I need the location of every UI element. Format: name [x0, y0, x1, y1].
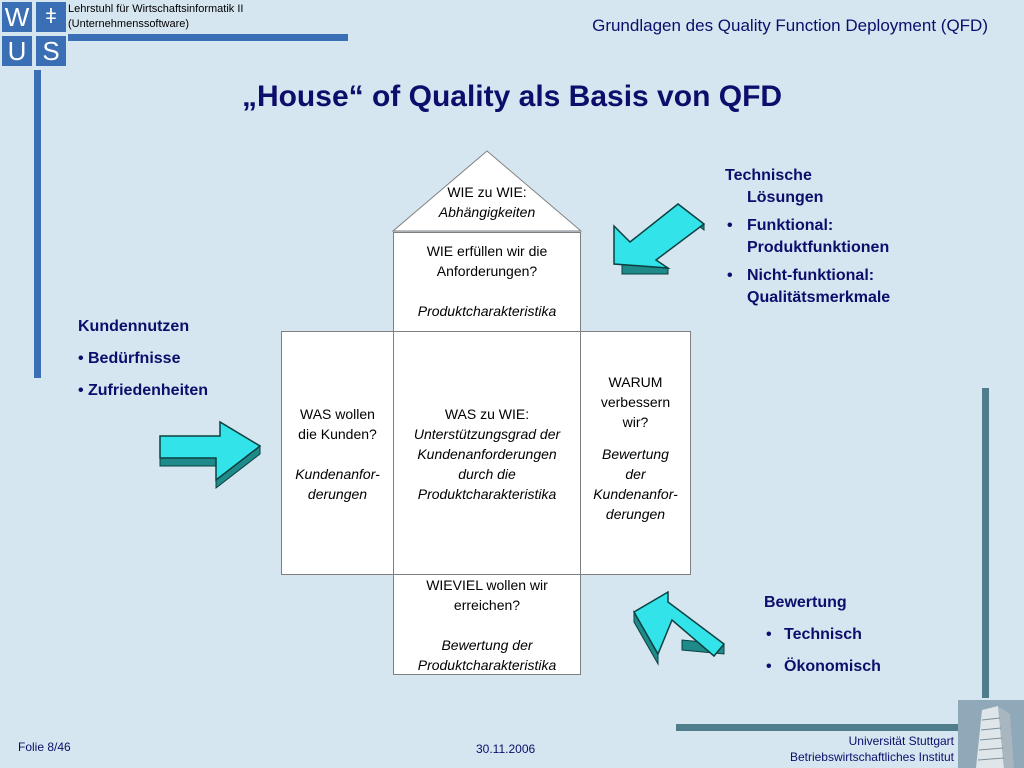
- technical-item-2-line-1: Nicht-funktional:: [747, 267, 875, 284]
- roof-sublabel: Abhängigkeiten: [438, 204, 536, 220]
- bullet-icon: •: [78, 382, 84, 399]
- list-item: • Zufriedenheiten: [78, 380, 278, 402]
- slide-number: Folie 8/46: [18, 740, 71, 754]
- why-line-6: Kundenanfor-: [593, 486, 678, 502]
- list-item: • Bedürfnisse: [78, 348, 278, 370]
- matrix-line-1: WAS zu WIE:: [444, 406, 530, 422]
- what-line-1: WAS wollen: [300, 406, 375, 422]
- howmuch-line-2: erreichen?: [453, 597, 521, 613]
- list-item: • Funktional: Produktfunktionen: [725, 215, 955, 259]
- customer-heading: Kundennutzen: [78, 318, 190, 335]
- logo-letter-s: S: [36, 36, 66, 66]
- relationship-matrix-box: WAS zu WIE: Unterstützungsgrad der Kunde…: [393, 331, 581, 575]
- how-box: WIE erfüllen wir die Anforderungen? Prod…: [393, 232, 581, 332]
- house-roof: [392, 150, 582, 232]
- list-item: • Technisch: [764, 624, 964, 646]
- how-characteristics: Produktcharakteristika: [417, 303, 557, 319]
- customer-benefit: Kundennutzen • Bedürfnisse • Zufriedenhe…: [78, 316, 278, 402]
- footer-divider: [676, 724, 958, 731]
- how-line-1: WIE erfüllen wir die: [426, 243, 548, 259]
- list-item: • Nicht-funktional: Qualitätsmerkmale: [725, 265, 955, 309]
- roof-text: WIE zu WIE: Abhängigkeiten: [392, 182, 582, 222]
- arrow-up-left-icon: [632, 590, 726, 666]
- howmuch-line-1: WIEVIEL wollen wir: [426, 577, 548, 593]
- chair-name: Lehrstuhl für Wirtschaftsinformatik II (…: [68, 2, 243, 32]
- matrix-line-3: Kundenanforderungen: [417, 446, 557, 462]
- evaluation-item-1: Technisch: [784, 626, 862, 643]
- slide-title: „House“ of Quality als Basis von QFD: [241, 80, 783, 113]
- customer-item-2: Zufriedenheiten: [88, 382, 209, 399]
- arrow-down-left-icon: [613, 202, 706, 275]
- evaluation-heading: Bewertung: [764, 594, 847, 611]
- why-box: WARUM verbessern wir? Bewertung der Kund…: [580, 331, 691, 575]
- why-line-1: WARUM: [608, 374, 663, 390]
- why-line-2: verbessern: [600, 394, 671, 410]
- course-title: Grundlagen des Quality Function Deployme…: [592, 16, 988, 35]
- matrix-line-2: Unterstützungsgrad der: [413, 426, 561, 442]
- header-divider: [68, 34, 348, 41]
- technical-item-1-line-2: Produktfunktionen: [747, 239, 890, 256]
- bullet-icon: •: [766, 626, 772, 643]
- why-line-3: wir?: [622, 414, 649, 430]
- university-line-2: Betriebswirtschaftliches Institut: [789, 750, 954, 764]
- bullet-icon: •: [727, 217, 733, 234]
- technical-heading-2: Lösungen: [747, 189, 824, 206]
- matrix-line-4: durch die: [458, 466, 516, 482]
- list-item: • Ökonomisch: [764, 656, 964, 678]
- bullet-icon: •: [727, 267, 733, 284]
- university-name: Universität Stuttgart Betriebswirtschaft…: [790, 733, 954, 765]
- bullet-icon: •: [78, 350, 84, 367]
- technical-item-1-line-1: Funktional:: [747, 217, 834, 234]
- technical-solutions: Technische Lösungen • Funktional: Produk…: [725, 165, 955, 309]
- matrix-line-5: Produktcharakteristika: [417, 486, 557, 502]
- left-vertical-bar: [34, 70, 41, 378]
- chair-line-2: (Unternehmenssoftware): [68, 18, 190, 30]
- evaluation: Bewertung • Technisch • Ökonomisch: [764, 592, 964, 678]
- how-line-2: Anforderungen?: [436, 263, 538, 279]
- why-line-4: Bewertung: [602, 446, 669, 462]
- university-line-1: Universität Stuttgart: [848, 734, 954, 748]
- what-line-2: die Kunden?: [298, 426, 377, 442]
- bullet-icon: •: [766, 658, 772, 675]
- building-photo-icon: [958, 700, 1024, 768]
- why-line-7: derungen: [605, 506, 666, 522]
- logo-letter-w: W: [2, 2, 32, 32]
- roof-label: WIE zu WIE:: [447, 184, 527, 200]
- logo-antenna-icon: ǂ: [36, 2, 66, 32]
- technical-item-2-line-2: Qualitätsmerkmale: [747, 289, 891, 306]
- technical-heading-1: Technische: [725, 167, 812, 184]
- customer-item-1: Bedürfnisse: [88, 350, 181, 367]
- what-box: WAS wollen die Kunden? Kundenanfor- deru…: [281, 331, 394, 575]
- howmuch-line-3: Bewertung der: [441, 637, 533, 653]
- what-line-4: derungen: [307, 486, 368, 502]
- howmuch-line-4: Produktcharakteristika: [417, 657, 557, 673]
- evaluation-item-2: Ökonomisch: [784, 658, 881, 675]
- how-much-box: WIEVIEL wollen wir erreichen? Bewertung …: [393, 574, 581, 675]
- why-line-5: der: [625, 466, 646, 482]
- slide-date: 30.11.2006: [476, 742, 536, 756]
- logo-letter-u: U: [2, 36, 32, 66]
- right-vertical-bar: [982, 388, 989, 698]
- chair-line-1: Lehrstuhl für Wirtschaftsinformatik II: [68, 3, 244, 15]
- what-line-3: Kundenanfor-: [295, 466, 380, 482]
- arrow-right-icon: [159, 420, 262, 490]
